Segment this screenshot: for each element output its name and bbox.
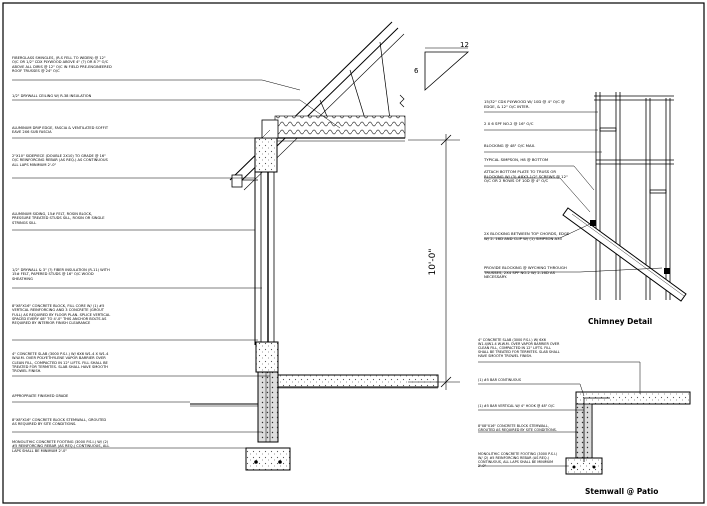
note-roof: FIBERGLASS SHINGLES, (R.S FELL TO WIDEN)… [12, 56, 112, 73]
left-leaders [12, 79, 341, 449]
stemwall-note-vertical: (1) #5 BAR VERTICAL W/ 4" HOOK @ 48" O/C [478, 404, 555, 408]
note-stemwall: 8"X8"X16" CONCRETE BLOCK STEMWALL, GROUT… [12, 418, 107, 427]
chimney-note-simpson: TYPICAL SIMPSON, H8 @ BOTTOM [484, 158, 549, 162]
chimney-note-attach: ATTACH BOTTOM PLATE TO TRUSS OR BLOCKING… [484, 170, 568, 183]
note-slab: 4" CONCRETE SLAB (3000 P.S.I.) W/ 6X6 W1… [12, 352, 109, 374]
note-fascia: ALUMINUM DRIP EDGE, FASCIA & VENTILATED … [12, 126, 109, 135]
note-footing: MONOLITHIC CONCRETE FOOTING (3000 P.S.I.… [12, 440, 110, 453]
stemwall-note-bar: (1) #5 BAR CONTINUOUS [478, 378, 522, 382]
stemwall-detail: 4" CONCRETE SLAB (3000 P.S.I.) W/ 6X6 W1… [478, 338, 691, 496]
slope-run: 12 [460, 41, 469, 49]
chimney-note-plywood: 15/32" CDX PLYWOOD W/ 10D @ 4" O/C @ EDG… [484, 100, 565, 109]
note-block: 8"X8"X16" CONCRETE BLOCK, FILL CORE W/ (… [12, 304, 111, 326]
stemwall-note-block: 8"X8"X16" CONCRETE BLOCK STEMWALL, GROUT… [478, 424, 557, 433]
wall-section: 10'-0" [190, 21, 460, 471]
chimney-note-provide: PROVIDE BLOCKING @ WYCHING THROUGH TRUSS… [484, 266, 567, 279]
chimney-detail: 15/32" CDX PLYWOOD W/ 10D @ 4" O/C @ EDG… [484, 92, 687, 326]
slope-indicator: 12 6 [414, 41, 470, 91]
stemwall-note-slab: 4" CONCRETE SLAB (3000 P.S.I.) W/ 6X6 W1… [478, 338, 560, 359]
chimney-detail-title: Chimney Detail [588, 317, 652, 326]
slope-rise: 6 [414, 67, 419, 75]
note-grade: APPROPRIATE FINISHED GRADE [12, 394, 69, 398]
note-ceiling: 1/2" DRYWALL CEILING W/ R-38 INSULATION [12, 94, 92, 98]
note-siding: ALUMINUM SIDING, 15# FELT, ROSIN BLOCK, … [12, 212, 105, 225]
chimney-note-studs: 2 X 6 SPF NO.2 @ 16" O/C [484, 122, 534, 126]
chimney-note-2x-blocking: 2X BLOCKING BETWEEN TOP CHORDS, EDGE W/ … [484, 232, 570, 241]
stemwall-note-footing: MONOLITHIC CONCRETE FOOTING (3000 P.S.I.… [478, 452, 558, 469]
note-sidepiece: 2"X10" SIDEPIECE (DOUBLE 2X10) TO GRADE … [12, 154, 108, 167]
chimney-note-blocking: BLOCKING @ 48" O/C MAX. [484, 144, 536, 148]
left-notes: FIBERGLASS SHINGLES, (R.S FELL TO WIDEN)… [12, 56, 112, 453]
note-drywall: 1/2" DRYWALL & 3" (?) FIBER INSULATION (… [12, 268, 110, 281]
wall-height-dimension: 10'-0" [428, 248, 438, 275]
stemwall-detail-title: Stemwall @ Patio [585, 487, 658, 496]
